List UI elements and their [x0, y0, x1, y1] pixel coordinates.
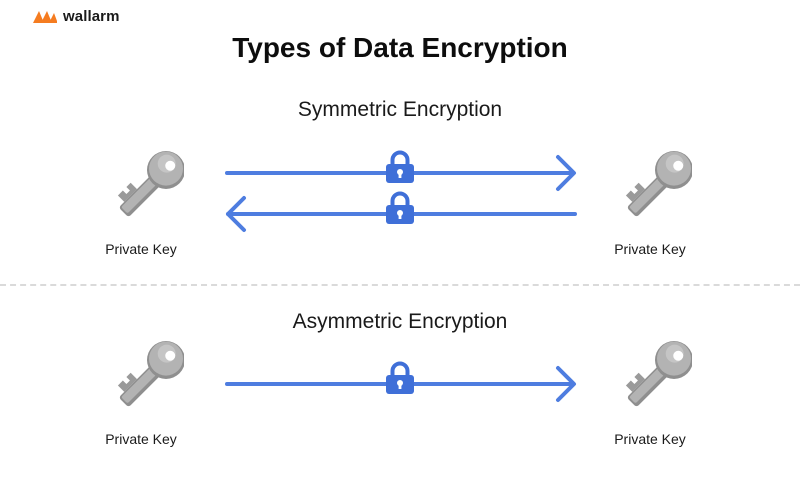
- right-key-label: Private Key: [614, 431, 686, 447]
- left-key-label: Private Key: [105, 431, 177, 447]
- page-title: Types of Data Encryption: [232, 32, 568, 63]
- lock-icon: [386, 364, 414, 395]
- symmetric-heading: Symmetric Encryption: [297, 98, 503, 121]
- brand-name: wallarm: [63, 7, 120, 25]
- left-key-label: Private Key: [105, 241, 177, 257]
- section-divider: [0, 284, 800, 286]
- brand-logo: wallarm: [33, 6, 120, 26]
- asymmetric-heading: Asymmetric Encryption: [292, 310, 508, 333]
- wallarm-logo-icon: [33, 11, 57, 23]
- right-key-label: Private Key: [614, 241, 686, 257]
